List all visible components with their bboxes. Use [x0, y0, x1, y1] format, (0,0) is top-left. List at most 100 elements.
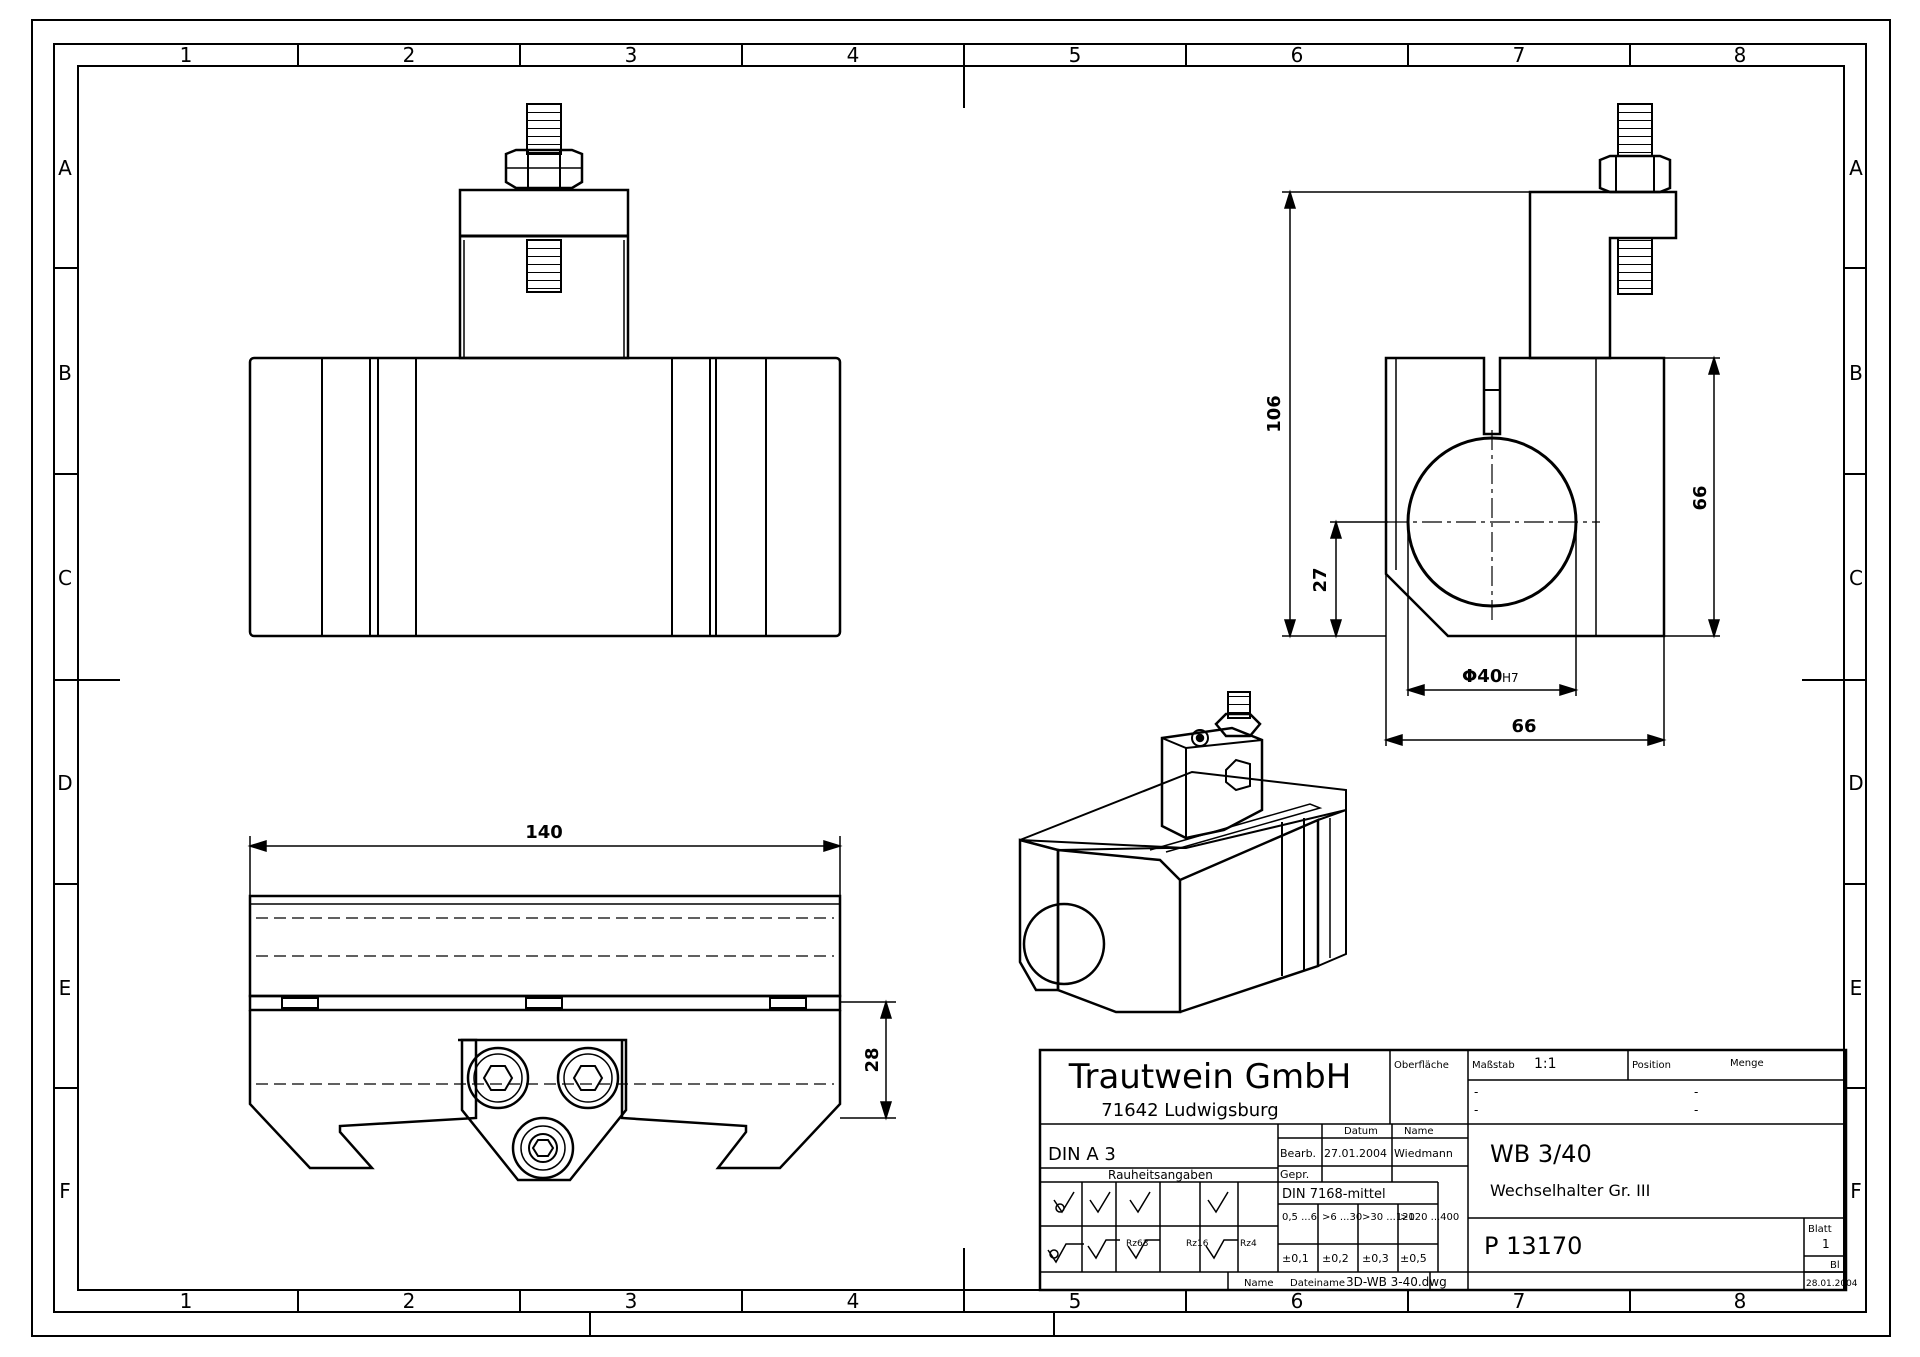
tol-value-1: ±0,1	[1282, 1252, 1309, 1265]
row-label-left-C: C	[58, 566, 72, 590]
footer-date: 28.01.2004	[1806, 1279, 1858, 1289]
tol-range-2: >6 ...30	[1322, 1212, 1362, 1223]
dash-2: -	[1474, 1103, 1478, 1117]
front-stud-thread-top	[526, 103, 562, 155]
row-label-right-D: D	[1848, 771, 1863, 795]
col-label-top-8: 8	[1734, 43, 1747, 67]
col-label-bottom-3: 3	[625, 1289, 638, 1313]
bottom-upper-bar	[248, 894, 842, 998]
filename: 3D-WB 3-40.dwg	[1346, 1275, 1447, 1289]
tol-value-4: ±0,5	[1400, 1252, 1427, 1265]
side-stud-thread-inner	[1617, 237, 1653, 295]
bottom-dovetail-outline	[248, 1010, 842, 1170]
bearb-date: 27.01.2004	[1324, 1147, 1387, 1160]
col-label-bottom-8: 8	[1734, 1289, 1747, 1313]
side-view	[1384, 103, 1678, 638]
surface-label: Oberfläche	[1394, 1060, 1449, 1071]
side-nut	[1598, 154, 1672, 194]
bottom-bolt-right	[556, 1046, 620, 1110]
row-label-right-A: A	[1849, 156, 1863, 180]
quantity-label: Menge	[1730, 1058, 1764, 1069]
front-view	[248, 103, 842, 638]
company-name: Trautwein GmbH	[1068, 1057, 1352, 1097]
dim-bore-diameter: Φ40	[1462, 666, 1502, 687]
row-label-right-E: E	[1850, 976, 1863, 1000]
scale-value: 1:1	[1534, 1056, 1557, 1072]
iso-front-left	[1018, 838, 1060, 992]
dim-overall-height: 106	[1264, 395, 1285, 433]
tolerance-standard: DIN 7168-mittel	[1282, 1187, 1386, 1202]
sheet-format: DIN A 3	[1048, 1144, 1116, 1165]
col-label-bottom-7: 7	[1513, 1289, 1526, 1313]
roughness-label: Rauheitsangaben	[1108, 1168, 1213, 1182]
row-label-left-D: D	[57, 771, 72, 795]
date-header: Datum	[1344, 1126, 1378, 1137]
dim-body-width: 66	[1511, 716, 1536, 737]
tol-range-1: 0,5 ...6	[1282, 1212, 1317, 1223]
dim-slide-height: 28	[862, 1047, 883, 1072]
col-label-bottom-4: 4	[847, 1289, 860, 1313]
bottom-bolt-lower	[511, 1116, 575, 1180]
side-stud-thread-top	[1617, 103, 1653, 157]
position-label: Position	[1632, 1060, 1671, 1071]
title-block-text: Trautwein GmbH 71642 Ludwigsburg Oberflä…	[1048, 1056, 1858, 1289]
frame-labels: 1 2 3 4 5 6 7 8 1 2 3 4 5 6 7 8 A B C D …	[57, 43, 1863, 1313]
dash-3: -	[1694, 1085, 1698, 1099]
company-city: 71642 Ludwigsburg	[1101, 1100, 1278, 1121]
isometric-view	[1018, 691, 1347, 1014]
col-label-top-2: 2	[403, 43, 416, 67]
bearb-label: Bearb.	[1280, 1147, 1316, 1160]
side-view-dimensions	[1282, 189, 1721, 747]
col-label-top-6: 6	[1291, 43, 1304, 67]
col-label-top-7: 7	[1513, 43, 1526, 67]
col-label-bottom-2: 2	[403, 1289, 416, 1313]
dim-body-height: 66	[1690, 485, 1711, 510]
drawing-number: P 13170	[1484, 1232, 1582, 1260]
side-view-dimension-labels: 106 27 66 Φ40 H7 66	[1264, 395, 1711, 737]
dim-bore-center-height: 27	[1310, 567, 1331, 592]
dash-1: -	[1474, 1085, 1478, 1099]
tol-value-3: ±0,3	[1362, 1252, 1389, 1265]
bottom-bolt-left	[466, 1046, 530, 1110]
front-main-body	[248, 356, 842, 638]
front-nut	[504, 148, 584, 190]
gepr-label: Gepr.	[1280, 1168, 1309, 1181]
dim-length: 140	[525, 822, 563, 843]
dim-bore-tolerance: H7	[1502, 671, 1519, 685]
row-label-left-F: F	[59, 1179, 71, 1203]
drawing-frame	[31, 19, 1891, 1337]
part-number-title: WB 3/40	[1490, 1140, 1592, 1168]
sheet-value: 1	[1822, 1237, 1830, 1251]
bottom-view-dimensions	[247, 836, 896, 1121]
col-label-bottom-6: 6	[1291, 1289, 1304, 1313]
bottom-clamp-plate	[460, 1038, 628, 1182]
col-label-bottom-1: 1	[180, 1289, 193, 1313]
tol-value-2: ±0,2	[1322, 1252, 1349, 1265]
bottom-view	[248, 894, 842, 1182]
iso-bore	[1022, 902, 1106, 986]
row-label-right-C: C	[1849, 566, 1863, 590]
side-clamp-arm	[1528, 190, 1678, 360]
roughness-symbols	[1047, 1191, 1238, 1264]
col-label-top-3: 3	[625, 43, 638, 67]
iso-stud	[1227, 691, 1251, 719]
filename-label: Dateiname	[1290, 1278, 1345, 1289]
tol-range-4: >120 ...400	[1400, 1212, 1459, 1223]
front-stud-thread-inner	[526, 239, 562, 293]
row-label-left-E: E	[59, 976, 72, 1000]
bl-label: Bl	[1830, 1260, 1840, 1271]
tol-range-3: >30 ...120	[1362, 1212, 1415, 1223]
iso-right-face	[1179, 818, 1320, 1014]
row-label-left-B: B	[58, 361, 72, 385]
iso-clamp-tower	[1160, 726, 1264, 840]
bearb-name: Wiedmann	[1394, 1147, 1453, 1160]
side-main-body	[1384, 356, 1666, 638]
sheet-label: Blatt	[1808, 1224, 1832, 1235]
rz-value-1: Rz63	[1126, 1239, 1148, 1249]
row-label-left-A: A	[58, 156, 72, 180]
col-label-top-5: 5	[1069, 43, 1082, 67]
title-block	[1038, 1048, 1848, 1292]
col-label-bottom-5: 5	[1069, 1289, 1082, 1313]
dash-4: -	[1694, 1103, 1698, 1117]
